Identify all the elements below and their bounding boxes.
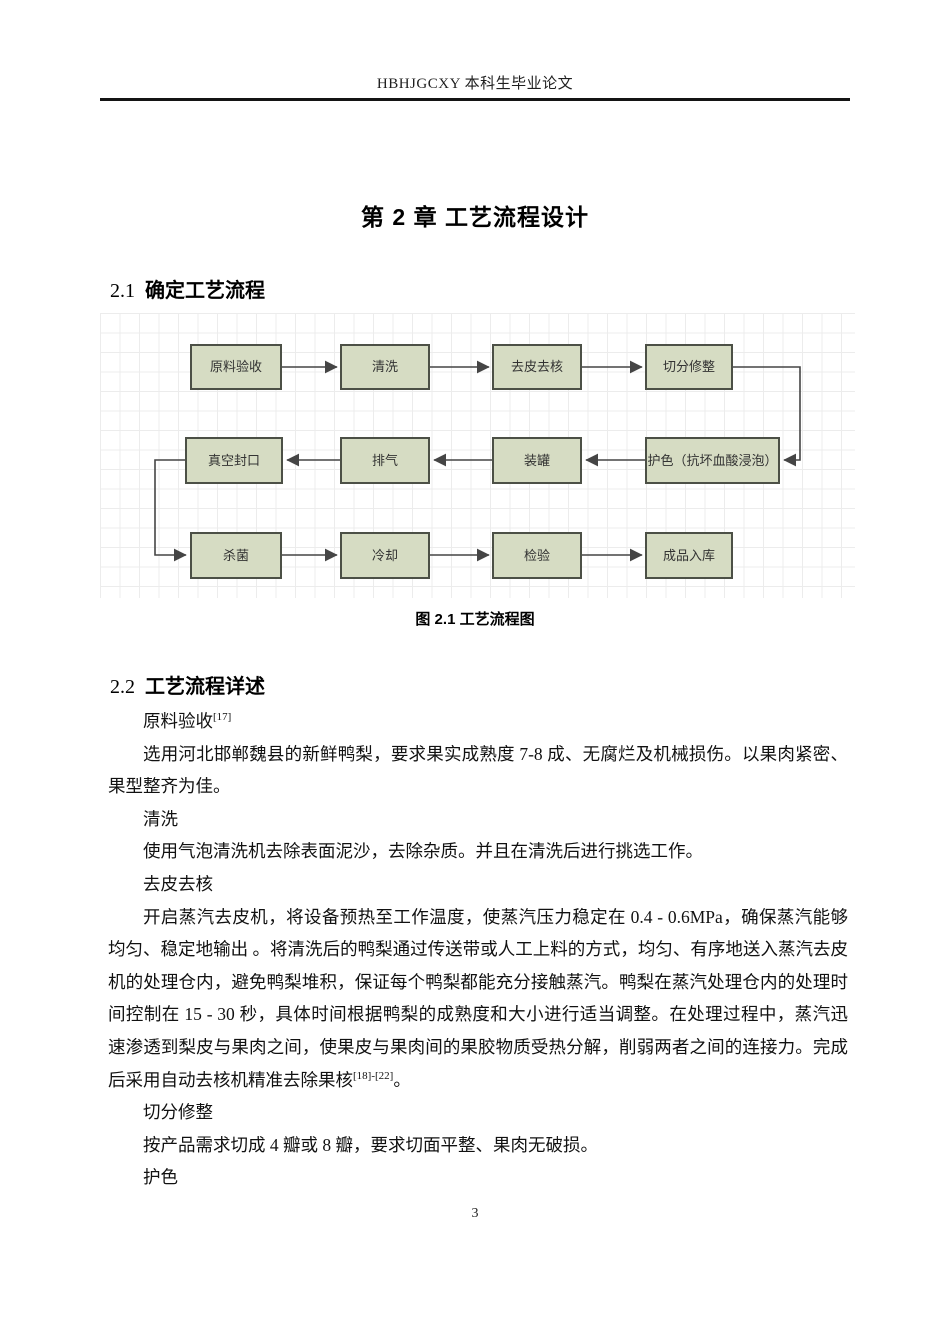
page-number: 3 — [471, 1206, 479, 1221]
flow-node-color-protection: 护色（抗坏血酸浸泡） — [645, 437, 780, 484]
section-2-2-title: 工艺流程详述 — [145, 676, 265, 698]
paragraph-raw-material-body: 选用河北邯郸魏县的新鲜鸭梨，要求果实成熟度 7-8 成、无腐烂及机械损伤。以果肉… — [108, 743, 848, 797]
paragraph-cutting-head: 切分修整 — [143, 1102, 213, 1123]
flow-node-peeling-coring: 去皮去核 — [492, 344, 582, 390]
flow-node-vacuum-sealing: 真空封口 — [185, 437, 283, 484]
paragraph-peeling-body: 开启蒸汽去皮机，将设备预热至工作温度，使蒸汽压力稳定在 0.4 - 0.6MPa… — [108, 901, 848, 1097]
flow-node-cutting-trimming: 切分修整 — [645, 344, 733, 390]
header-rule — [100, 98, 850, 101]
process-flowchart: 原料验收 清洗 去皮去核 切分修整 护色（抗坏血酸浸泡） 装罐 排气 真空封口 … — [100, 313, 855, 598]
paragraph-washing-body: 使用气泡清洗机去除表面泥沙，去除杂质。并且在清洗后进行挑选工作。 — [143, 841, 703, 862]
citation-18-22: [18]-[22] — [353, 1069, 394, 1082]
body-text: 原料验收[17] 选用河北邯郸魏县的新鲜鸭梨，要求果实成熟度 7-8 成、无腐烂… — [108, 705, 848, 1194]
paragraph-cutting-body: 按产品需求切成 4 瓣或 8 瓣，要求切面平整、果肉无破损。 — [143, 1134, 598, 1155]
flow-node-canning: 装罐 — [492, 437, 582, 484]
flow-node-cooling: 冷却 — [340, 532, 430, 579]
flow-node-washing: 清洗 — [340, 344, 430, 390]
flow-node-inspection: 检验 — [492, 532, 582, 579]
section-2-1-heading: 2.1 确定工艺流程 — [110, 274, 265, 303]
paragraph-raw-material-head: 原料验收[17] — [108, 705, 848, 738]
paragraph-text: 开启蒸汽去皮机，将设备预热至工作温度，使蒸汽压力稳定在 0.4 - 0.6MPa… — [108, 906, 848, 1090]
section-2-1-number: 2.1 — [110, 280, 135, 302]
citation-17: [17] — [213, 711, 232, 724]
paragraph-washing-head: 清洗 — [143, 808, 178, 829]
flow-node-raw-material-check: 原料验收 — [190, 344, 282, 390]
flow-connectors-svg — [154, 360, 801, 562]
chapter-title: 第 2 章 工艺流程设计 — [361, 204, 589, 230]
section-2-2-heading: 2.2 工艺流程详述 — [110, 670, 265, 699]
paragraph-peeling-head: 去皮去核 — [143, 873, 213, 894]
paragraph-text: 。 — [393, 1069, 411, 1090]
section-2-2-number: 2.2 — [110, 676, 135, 698]
section-2-1-title: 确定工艺流程 — [145, 280, 265, 302]
flow-node-sterilization: 杀菌 — [190, 532, 282, 579]
running-header: HBHJGCXY 本科生毕业论文 — [376, 76, 574, 92]
figure-caption: 图 2.1 工艺流程图 — [415, 611, 535, 628]
paragraph-color-protection-head: 护色 — [143, 1167, 178, 1188]
flow-node-warehousing: 成品入库 — [645, 532, 733, 579]
paragraph-text: 原料验收 — [143, 711, 213, 731]
flow-node-exhausting: 排气 — [340, 437, 430, 484]
